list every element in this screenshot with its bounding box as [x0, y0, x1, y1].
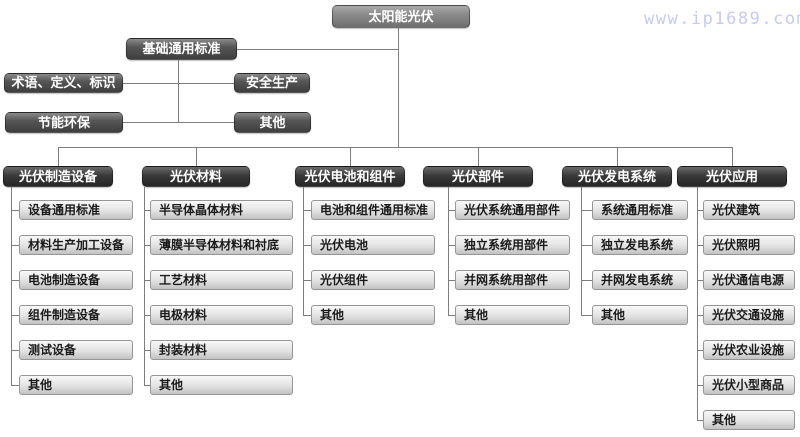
child-node: 半导体晶体材料	[150, 200, 293, 220]
level2-node-base-group: 基础通用标准	[126, 38, 237, 60]
column-header: 光伏材料	[142, 166, 250, 187]
header-drop-line	[196, 147, 197, 166]
item-tick-line	[144, 385, 150, 386]
base-link-line	[237, 49, 398, 50]
column-stem-line	[697, 187, 698, 420]
child-node: 其他	[703, 410, 795, 430]
item-tick-line	[303, 245, 311, 246]
child-node: 电池和组件通用标准	[311, 200, 435, 220]
item-tick-line	[448, 315, 455, 316]
column-stem-line	[303, 187, 304, 315]
level2-node-other: 其他	[234, 112, 311, 133]
item-tick-line	[697, 420, 703, 421]
item-tick-line	[11, 350, 19, 351]
child-node: 电池制造设备	[19, 270, 133, 290]
child-node: 光伏照明	[703, 235, 795, 255]
header-drop-line	[58, 147, 59, 166]
item-tick-line	[448, 210, 455, 211]
child-node: 薄膜半导体材料和衬底	[150, 235, 293, 255]
child-node: 光伏农业设施	[703, 340, 795, 360]
column-header: 光伏应用	[677, 166, 787, 187]
child-node: 光伏建筑	[703, 200, 795, 220]
child-node: 设备通用标准	[19, 200, 133, 220]
base-group-stem-line	[178, 60, 179, 123]
header-drop-line	[617, 147, 618, 166]
child-node: 光伏系统通用部件	[455, 200, 570, 220]
column-header: 光伏部件	[423, 166, 533, 187]
child-node: 材料生产加工设备	[19, 235, 133, 255]
child-node: 测试设备	[19, 340, 133, 360]
base-row-line	[123, 122, 235, 123]
item-tick-line	[697, 280, 703, 281]
level2-node-safety: 安全生产	[234, 73, 310, 93]
column-stem-line	[144, 187, 145, 385]
item-tick-line	[697, 245, 703, 246]
child-node: 工艺材料	[150, 270, 293, 290]
header-drop-line	[478, 147, 479, 166]
child-node: 其他	[19, 375, 133, 395]
child-node: 封装材料	[150, 340, 293, 360]
child-node: 并网发电系统	[592, 270, 688, 290]
item-tick-line	[11, 385, 19, 386]
child-node: 并网系统用部件	[455, 270, 570, 290]
child-node: 光伏组件	[311, 270, 435, 290]
child-node: 电极材料	[150, 305, 293, 325]
trunk-line	[398, 28, 399, 148]
item-tick-line	[144, 315, 150, 316]
column-header: 光伏制造设备	[3, 166, 113, 187]
item-tick-line	[697, 210, 703, 211]
item-tick-line	[11, 280, 19, 281]
item-tick-line	[448, 280, 455, 281]
header-drop-line	[732, 147, 733, 166]
base-row-line	[123, 83, 234, 84]
item-tick-line	[303, 280, 311, 281]
item-tick-line	[697, 350, 703, 351]
child-node: 其他	[592, 305, 688, 325]
watermark-text: www.ip1689.com	[644, 9, 800, 29]
child-node: 系统通用标准	[592, 200, 688, 220]
column-stem-line	[11, 187, 12, 385]
child-node: 独立发电系统	[592, 235, 688, 255]
child-node: 光伏通信电源	[703, 270, 795, 290]
header-drop-line	[350, 147, 351, 166]
item-tick-line	[303, 315, 311, 316]
item-tick-line	[303, 210, 311, 211]
item-tick-line	[11, 315, 19, 316]
item-tick-line	[581, 210, 592, 211]
child-node: 其他	[311, 305, 435, 325]
column-stem-line	[581, 187, 582, 315]
child-node: 光伏交通设施	[703, 305, 795, 325]
item-tick-line	[697, 385, 703, 386]
item-tick-line	[448, 245, 455, 246]
column-stem-line	[448, 187, 449, 315]
item-tick-line	[144, 350, 150, 351]
root-node: 太阳能光伏	[332, 5, 470, 28]
main-rail-line	[58, 147, 732, 148]
child-node: 光伏电池	[311, 235, 435, 255]
column-header: 光伏发电系统	[562, 166, 672, 187]
child-node: 光伏小型商品	[703, 375, 795, 395]
level2-node-terminology: 术语、定义、标识	[4, 73, 123, 93]
item-tick-line	[144, 210, 150, 211]
item-tick-line	[144, 280, 150, 281]
child-node: 其他	[455, 305, 570, 325]
item-tick-line	[11, 245, 19, 246]
item-tick-line	[697, 315, 703, 316]
level2-node-energy-env: 节能环保	[5, 112, 123, 133]
item-tick-line	[581, 245, 592, 246]
item-tick-line	[144, 245, 150, 246]
item-tick-line	[581, 280, 592, 281]
column-header: 光伏电池和组件	[295, 166, 405, 187]
item-tick-line	[11, 210, 19, 211]
item-tick-line	[581, 315, 592, 316]
child-node: 组件制造设备	[19, 305, 133, 325]
child-node: 独立系统用部件	[455, 235, 570, 255]
child-node: 其他	[150, 375, 293, 395]
